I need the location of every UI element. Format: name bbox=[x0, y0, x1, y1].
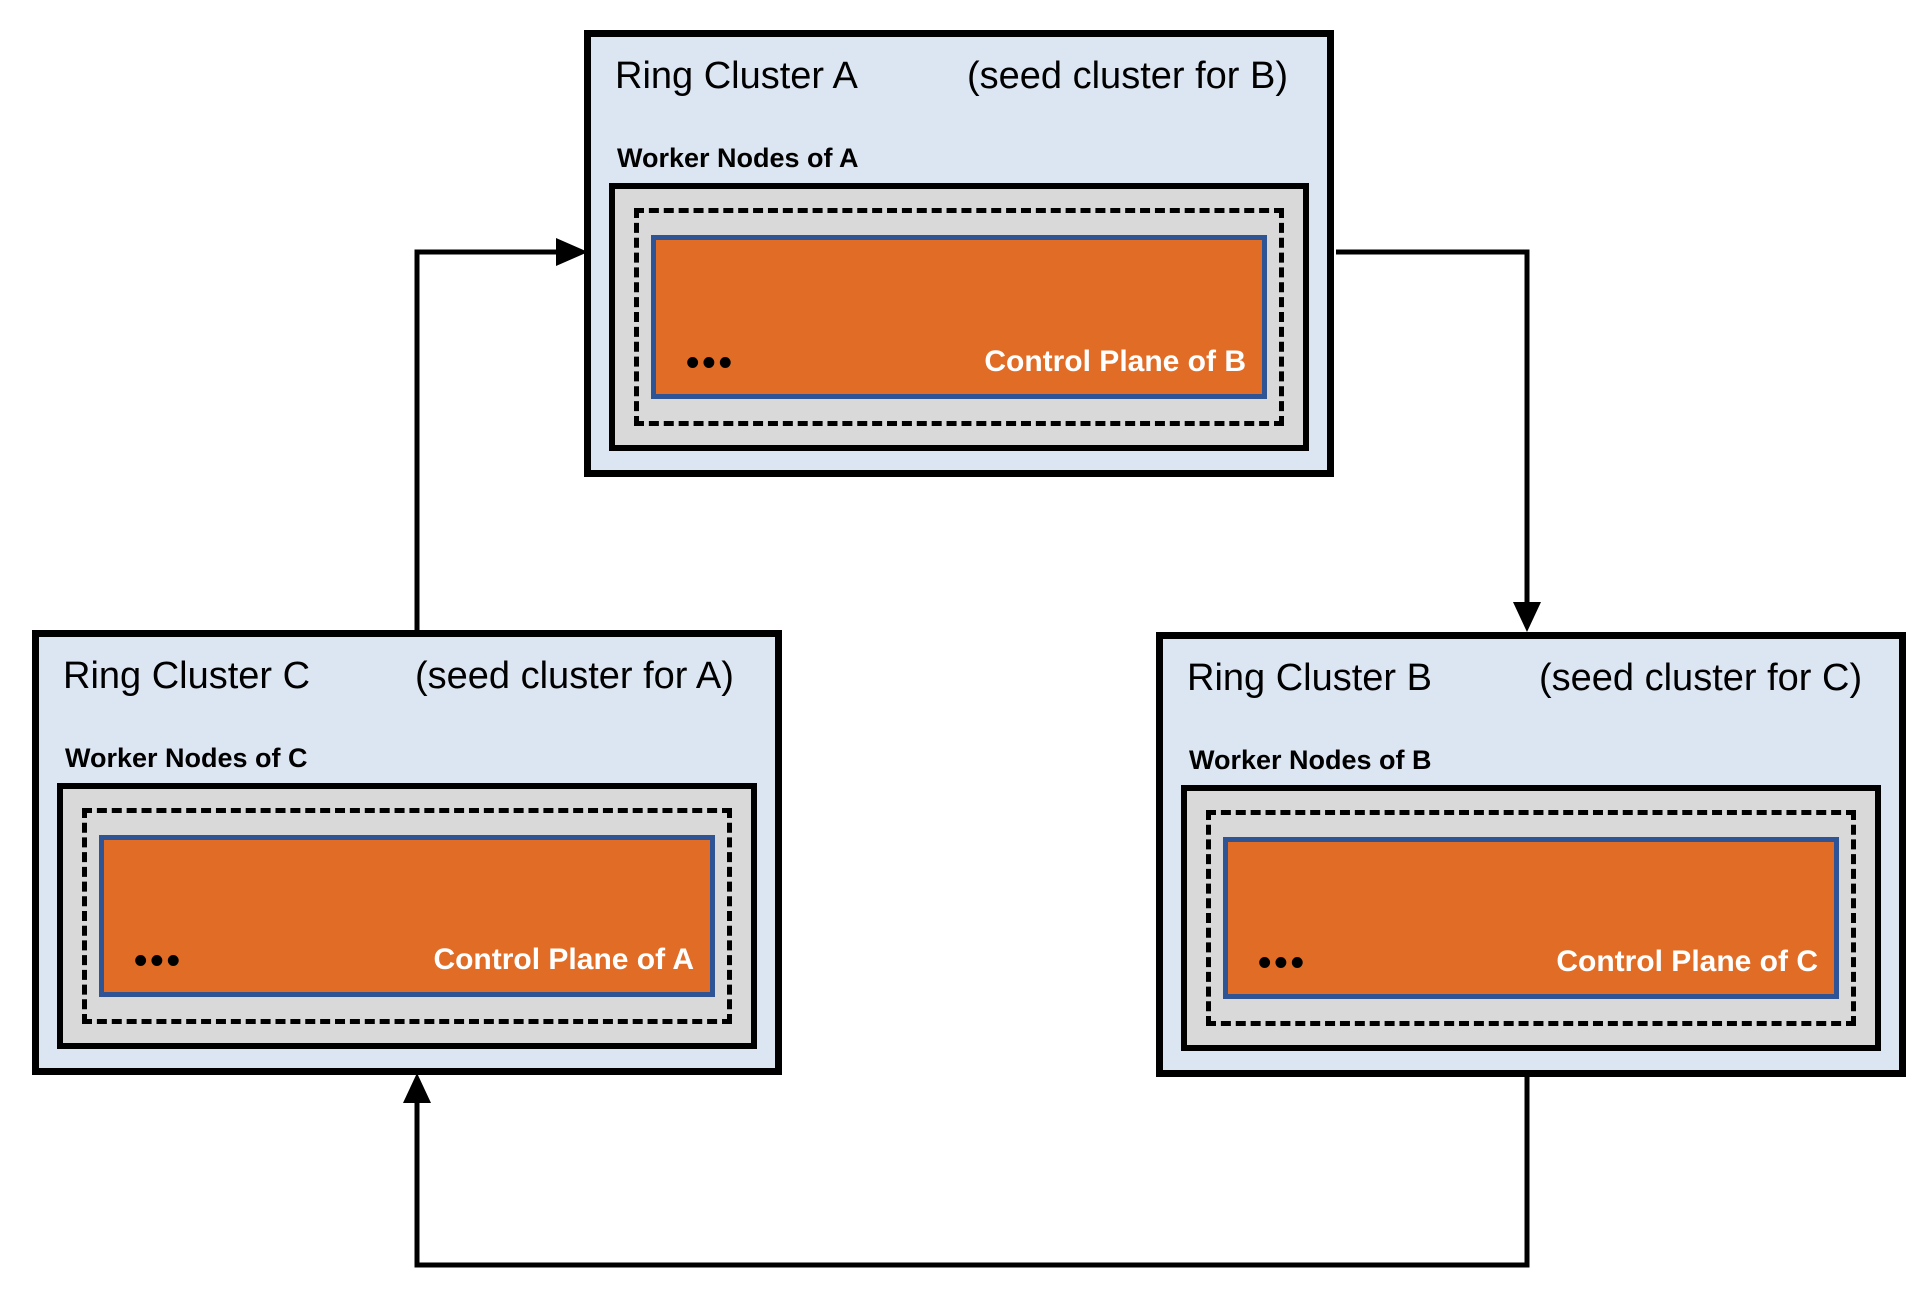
cluster-a-title: Ring Cluster A bbox=[615, 55, 858, 97]
cluster-a-title-row: Ring Cluster A (seed cluster for B) bbox=[615, 51, 1303, 101]
cluster-a-dashed-boundary: ••• Control Plane of B bbox=[634, 208, 1284, 426]
cluster-c-worker-nodes-box: ••• Control Plane of A bbox=[57, 783, 757, 1049]
cluster-b-control-plane-label: Control Plane of C bbox=[1556, 945, 1818, 978]
cluster-b-worker-label: Worker Nodes of B bbox=[1189, 745, 1432, 775]
cluster-a-seed-note: (seed cluster for B) bbox=[967, 55, 1288, 97]
cluster-a-worker-nodes-box: ••• Control Plane of B bbox=[609, 183, 1309, 451]
cluster-b-worker-nodes-box: ••• Control Plane of C bbox=[1181, 785, 1881, 1051]
ellipsis-dots: ••• bbox=[134, 940, 183, 982]
cluster-c-worker-label: Worker Nodes of C bbox=[65, 743, 308, 773]
cluster-b-title-row: Ring Cluster B (seed cluster for C) bbox=[1187, 653, 1875, 703]
ellipsis-dots: ••• bbox=[686, 342, 735, 384]
cluster-c-control-plane-label: Control Plane of A bbox=[433, 943, 694, 976]
cluster-a-worker-label: Worker Nodes of A bbox=[617, 143, 859, 173]
arrow-b-to-c bbox=[403, 1073, 1530, 1268]
cluster-a-control-plane-box: ••• Control Plane of B bbox=[651, 235, 1267, 399]
arrowhead-down-icon bbox=[1513, 602, 1541, 632]
arrow-a-to-b bbox=[1336, 249, 1541, 632]
cluster-b-title: Ring Cluster B bbox=[1187, 657, 1432, 699]
cluster-a-control-plane-label: Control Plane of B bbox=[984, 345, 1246, 378]
cluster-b-control-plane-box: ••• Control Plane of C bbox=[1223, 837, 1839, 999]
cluster-c-dashed-boundary: ••• Control Plane of A bbox=[82, 808, 732, 1024]
ellipsis-dots: ••• bbox=[1258, 942, 1307, 984]
cluster-c-title-row: Ring Cluster C (seed cluster for A) bbox=[63, 651, 751, 701]
arrowhead-right-icon bbox=[556, 238, 588, 266]
cluster-c-title: Ring Cluster C bbox=[63, 655, 311, 697]
cluster-b-seed-note: (seed cluster for C) bbox=[1539, 657, 1863, 699]
cluster-box-a: Ring Cluster A (seed cluster for B) Work… bbox=[584, 30, 1334, 477]
cluster-c-control-plane-box: ••• Control Plane of A bbox=[99, 835, 715, 997]
cluster-c-seed-note: (seed cluster for A) bbox=[415, 655, 734, 697]
cluster-box-b: Ring Cluster B (seed cluster for C) Work… bbox=[1156, 632, 1906, 1077]
arrowhead-up-icon bbox=[403, 1073, 431, 1103]
cluster-b-dashed-boundary: ••• Control Plane of C bbox=[1206, 810, 1856, 1026]
arrow-c-to-a bbox=[414, 238, 588, 632]
cluster-box-c: Ring Cluster C (seed cluster for A) Work… bbox=[32, 630, 782, 1075]
